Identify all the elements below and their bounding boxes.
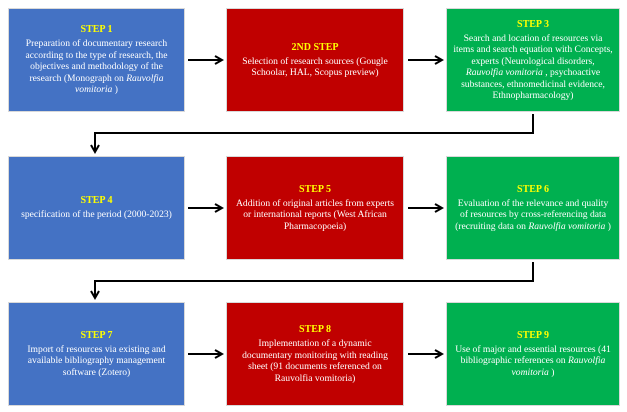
step-1-title: STEP 1	[80, 24, 113, 36]
step-6-text: Evaluation of the relevance and quality …	[455, 197, 611, 232]
step-3-title: STEP 3	[517, 18, 549, 30]
step-9-title: STEP 9	[517, 329, 549, 341]
step-5-box: STEP 5 Addition of original articles fro…	[226, 156, 404, 260]
step-3-box: STEP 3 Search and location of resources …	[446, 8, 620, 112]
step-1-text: Preparation of documentary research acco…	[25, 38, 168, 96]
step-4-title: STEP 4	[80, 195, 113, 207]
arrow-3-to-4	[95, 114, 534, 152]
step-8-box: STEP 8 Implementation of a dynamic docum…	[226, 302, 404, 406]
step-2-box: 2ND STEP Selection of research sources (…	[226, 8, 404, 112]
step-8-text: Implementation of a dynamic documentary …	[242, 338, 388, 384]
step-9-text: Use of major and essential resources (41…	[455, 343, 611, 378]
step-7-box: STEP 7 Import of resources via existing …	[8, 302, 185, 406]
step-7-text: Import of resources via existing and ava…	[27, 343, 166, 378]
step-2-text: Selection of research sources (Gougle Sc…	[242, 55, 388, 79]
step-9-box: STEP 9 Use of major and essential resour…	[446, 302, 620, 406]
step-8-title: STEP 8	[299, 324, 331, 335]
step-7-title: STEP 7	[80, 329, 113, 341]
step-5-title: STEP 5	[299, 183, 331, 195]
step-6-title: STEP 6	[517, 183, 549, 195]
arrow-6-to-7	[95, 262, 534, 298]
step-4-box: STEP 4 specification of the period (2000…	[8, 156, 185, 260]
step-3-text: Search and location of resources via ite…	[453, 32, 613, 102]
step-4-text: specification of the period (2000-2023)	[21, 209, 172, 221]
step-5-text: Addition of original articles from exper…	[236, 197, 394, 232]
step-6-box: STEP 6 Evaluation of the relevance and q…	[446, 156, 620, 260]
step-2-title: 2ND STEP	[291, 41, 339, 53]
step-1-box: STEP 1 Preparation of documentary resear…	[8, 8, 185, 112]
